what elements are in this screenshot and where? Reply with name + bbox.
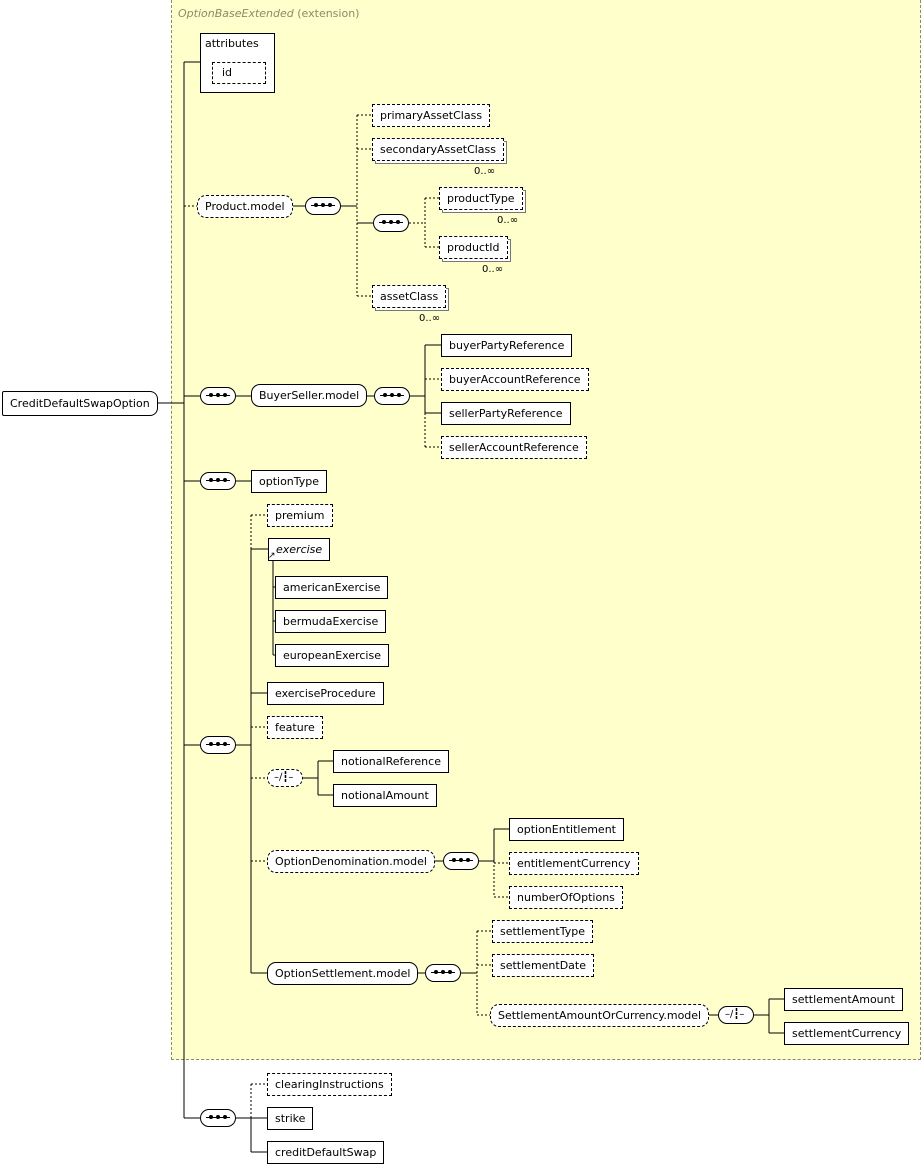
clearing-instructions[interactable]: clearingInstructions xyxy=(267,1073,392,1096)
attributes-label: attributes xyxy=(205,37,259,50)
extension-box xyxy=(171,0,921,1060)
european-exercise[interactable]: europeanExercise xyxy=(275,644,389,667)
sequence-compositor[interactable] xyxy=(200,736,236,754)
substitution-arrow-icon: ↗ xyxy=(268,551,276,561)
entitlement-currency[interactable]: entitlementCurrency xyxy=(509,852,639,875)
choice-compositor[interactable]: –∕┇– xyxy=(267,769,303,787)
notional-amount[interactable]: notionalAmount xyxy=(333,784,437,807)
feature[interactable]: feature xyxy=(267,716,323,739)
notional-reference[interactable]: notionalReference xyxy=(333,750,449,773)
sequence-compositor[interactable] xyxy=(425,964,461,982)
sequence-compositor[interactable] xyxy=(305,197,341,215)
sequence-compositor[interactable] xyxy=(200,1109,236,1127)
settlement-currency[interactable]: settlementCurrency xyxy=(784,1022,910,1045)
choice-compositor[interactable]: –∕┇– xyxy=(718,1006,754,1024)
settlement-type[interactable]: settlementType xyxy=(492,920,593,943)
seller-party-reference[interactable]: sellerPartyReference xyxy=(441,402,571,425)
asset-class[interactable]: assetClass xyxy=(372,285,447,308)
sequence-compositor[interactable] xyxy=(373,214,409,232)
sequence-compositor[interactable] xyxy=(374,387,410,405)
sequence-compositor[interactable] xyxy=(200,387,236,405)
buyer-party-reference[interactable]: buyerPartyReference xyxy=(441,334,573,357)
exercise[interactable]: exercise xyxy=(268,538,331,561)
extension-type-name: OptionBaseExtended xyxy=(178,7,294,20)
product-type[interactable]: productType xyxy=(439,187,523,210)
option-type[interactable]: optionType xyxy=(251,470,328,493)
number-of-options[interactable]: numberOfOptions xyxy=(509,886,623,909)
sequence-compositor[interactable] xyxy=(200,472,236,490)
american-exercise[interactable]: americanExercise xyxy=(275,576,389,599)
primary-asset-class[interactable]: primaryAssetClass xyxy=(372,104,491,127)
settlement-amount-or-currency-model-group[interactable]: SettlementAmountOrCurrency.model xyxy=(490,1004,710,1027)
root-element[interactable]: CreditDefaultSwapOption xyxy=(2,391,158,416)
product-id[interactable]: productId xyxy=(439,236,508,259)
product-type-cardinality: 0..∞ xyxy=(497,215,519,226)
premium[interactable]: premium xyxy=(267,504,333,527)
credit-default-swap[interactable]: creditDefaultSwap xyxy=(267,1141,385,1164)
seller-account-reference[interactable]: sellerAccountReference xyxy=(441,436,587,459)
buyer-seller-model-group[interactable]: BuyerSeller.model xyxy=(251,384,368,407)
extension-title: OptionBaseExtended (extension) xyxy=(178,7,359,20)
option-entitlement[interactable]: optionEntitlement xyxy=(509,818,624,841)
settlement-date[interactable]: settlementDate xyxy=(492,954,595,977)
bermuda-exercise[interactable]: bermudaExercise xyxy=(275,610,387,633)
product-id-cardinality: 0..∞ xyxy=(482,264,504,275)
attribute-id[interactable]: id xyxy=(212,62,266,84)
product-model-group[interactable]: Product.model xyxy=(197,195,293,218)
asset-class-cardinality: 0..∞ xyxy=(419,313,441,324)
buyer-account-reference[interactable]: buyerAccountReference xyxy=(441,368,589,391)
secondary-asset-class[interactable]: secondaryAssetClass xyxy=(372,138,505,161)
exercise-procedure[interactable]: exerciseProcedure xyxy=(267,682,384,705)
root-label: CreditDefaultSwapOption xyxy=(10,397,150,410)
settlement-amount[interactable]: settlementAmount xyxy=(784,988,903,1011)
sequence-compositor[interactable] xyxy=(443,852,479,870)
attributes-box[interactable]: attributes id xyxy=(200,33,275,93)
strike[interactable]: strike xyxy=(267,1107,314,1130)
option-denomination-model-group[interactable]: OptionDenomination.model xyxy=(267,850,435,873)
secondary-asset-class-cardinality: 0..∞ xyxy=(474,166,496,177)
option-settlement-model-group[interactable]: OptionSettlement.model xyxy=(267,962,419,985)
extension-suffix: (extension) xyxy=(297,7,360,20)
